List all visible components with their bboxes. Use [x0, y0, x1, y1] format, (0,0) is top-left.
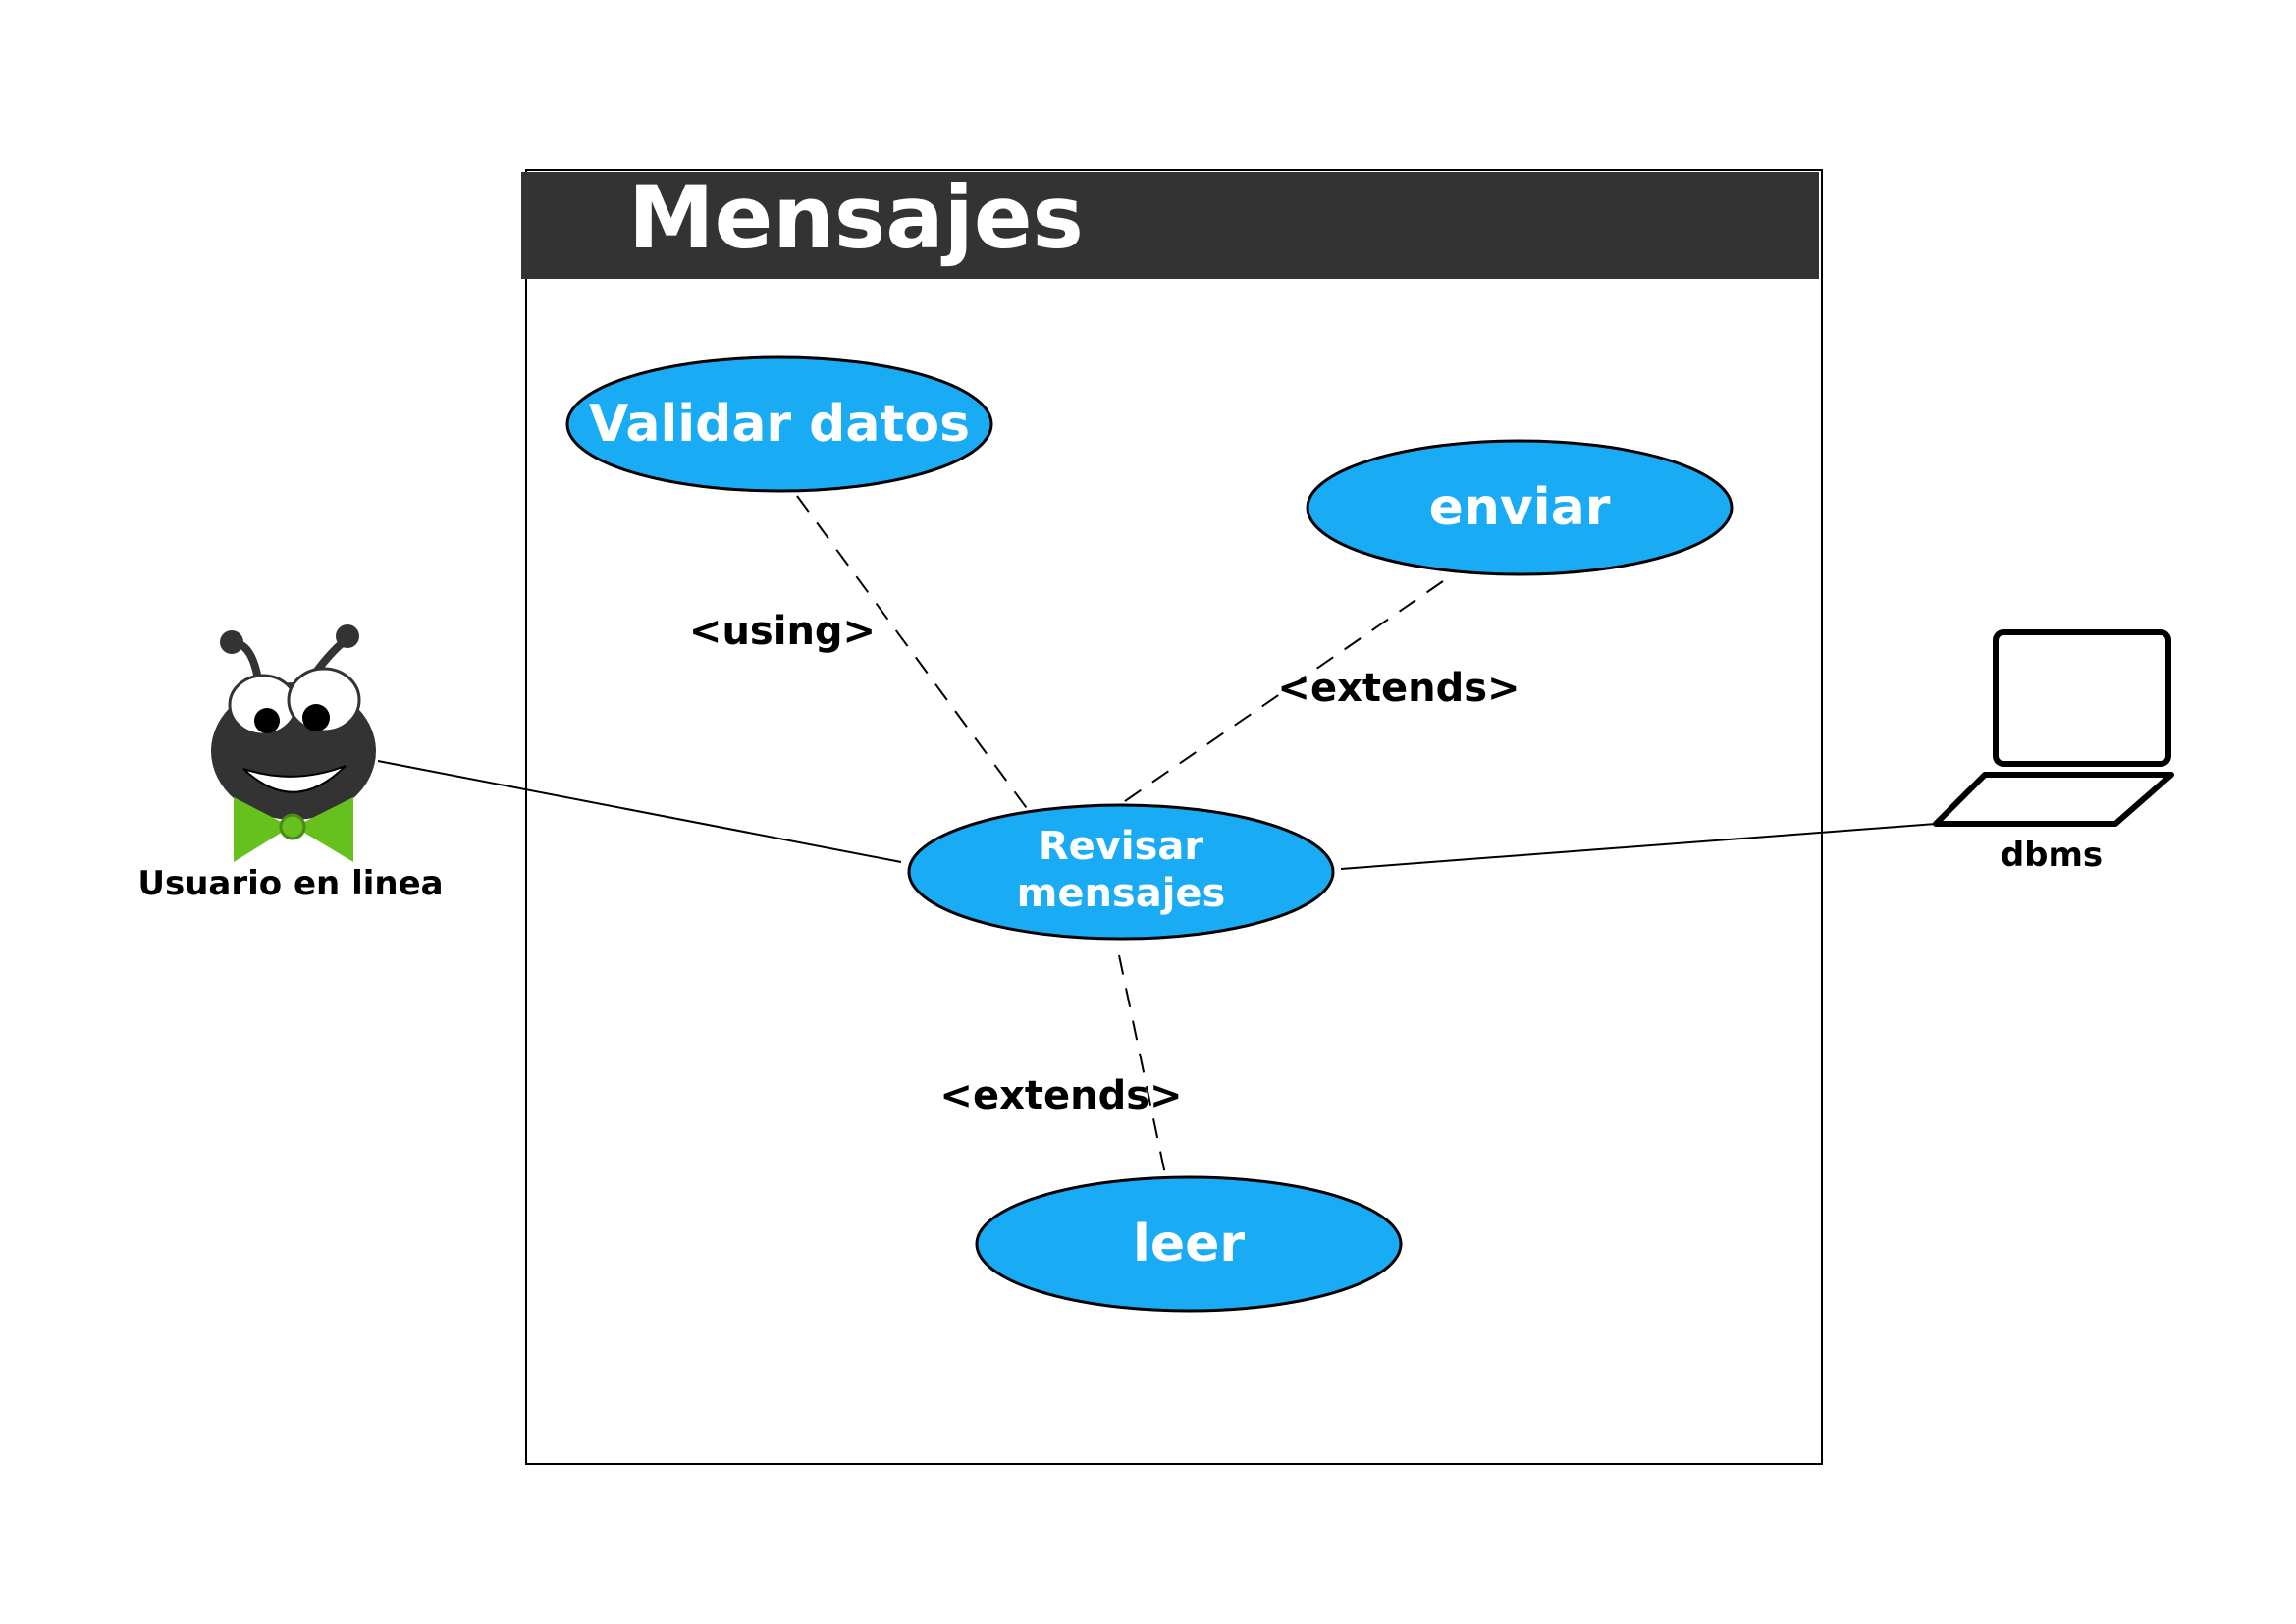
actor-dbms-label: dbms	[2000, 836, 2104, 875]
use-case-revisar-label: Revisar mensajes	[1017, 823, 1226, 917]
ant-mascot-icon	[211, 624, 376, 862]
extends-enviar-label: <extends>	[1277, 666, 1521, 711]
system-title-bar	[521, 172, 1819, 279]
use-case-revisar-mensajes	[907, 803, 1335, 941]
using-relation-label: <using>	[688, 609, 877, 654]
actor-user-label: Usuario en linea	[137, 864, 444, 903]
use-case-enviar	[1306, 439, 1734, 576]
association-user-revisar	[377, 760, 902, 863]
association-revisar-dbms	[1340, 823, 1937, 870]
use-case-leer-label: leer	[1132, 1214, 1246, 1273]
use-case-revisar-line1: Revisar	[1038, 824, 1204, 869]
use-case-leer	[975, 1175, 1403, 1313]
use-case-revisar-line2: mensajes	[1016, 871, 1226, 916]
system-boundary	[525, 169, 1823, 1465]
use-case-enviar-label: enviar	[1428, 477, 1611, 537]
system-title: Mensajes	[628, 167, 1084, 268]
use-case-validar-datos	[565, 355, 993, 493]
extends-leer-label: <extends>	[939, 1073, 1183, 1118]
use-case-validar-label: Validar datos	[588, 394, 971, 454]
extends-leer-line	[1118, 954, 1167, 1180]
laptop-icon	[1933, 629, 2174, 827]
extends-enviar-line	[1111, 580, 1444, 811]
